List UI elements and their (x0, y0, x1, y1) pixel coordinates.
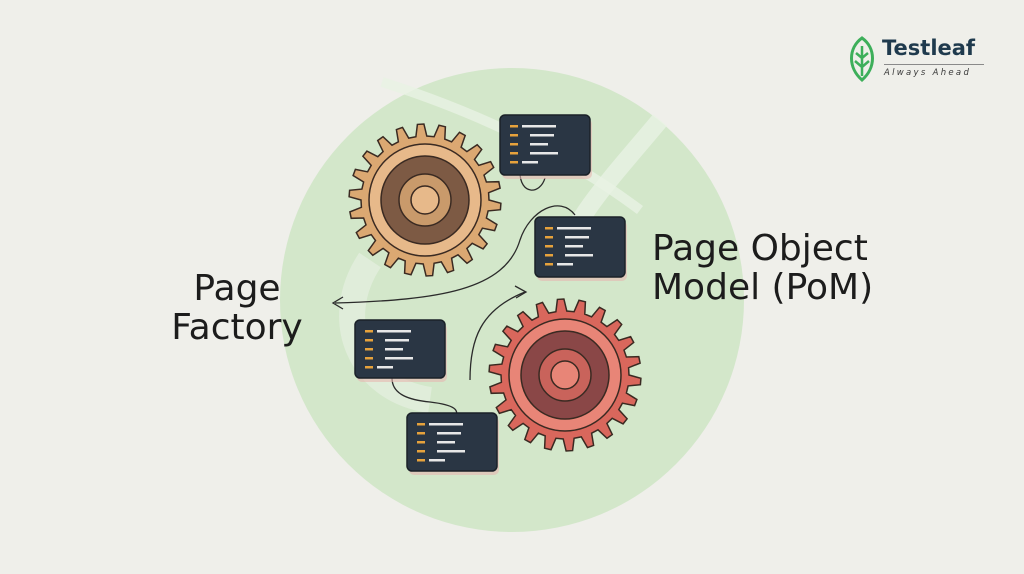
gear-icon (488, 298, 642, 452)
code-panel (406, 412, 499, 475)
page-object-model-label: Page Object Model (PoM) (652, 228, 874, 308)
page-object-model-label-line2: Model (PoM) (652, 266, 874, 308)
brand-tagline: Always Ahead (884, 68, 972, 78)
arrow-right-icon (514, 285, 528, 299)
page-factory-label-line2: Factory (171, 306, 303, 348)
page-object-model-label-line1: Page Object (652, 228, 868, 269)
page-factory-label-line1: Page (193, 268, 281, 309)
brand-name: Testleaf (882, 36, 976, 60)
leaf-icon (850, 36, 874, 82)
arrow-left-icon (331, 296, 344, 310)
brand-divider (884, 64, 984, 65)
brand-logo: Testleaf Always Ahead (846, 36, 996, 86)
code-panel (499, 114, 592, 179)
code-panel (354, 319, 447, 382)
page-factory-label: Page Factory (162, 268, 312, 348)
connector-lines (334, 171, 576, 419)
gear-icon (348, 123, 502, 277)
code-panel (534, 216, 627, 281)
